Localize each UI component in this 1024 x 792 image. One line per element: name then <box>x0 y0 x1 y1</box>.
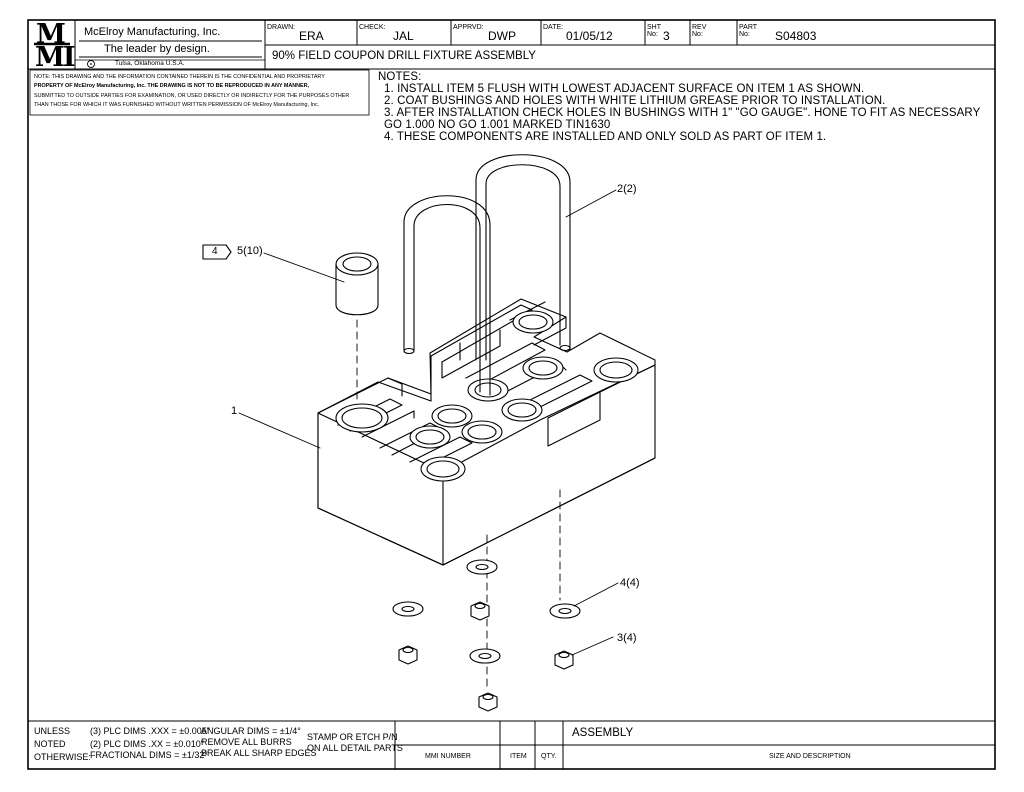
rev-label-2: No: <box>692 31 703 38</box>
confidential-line-1: NOTE: THIS DRAWING AND THE INFORMATION C… <box>34 74 325 80</box>
check-value: JAL <box>393 29 414 43</box>
company-name: McElroy Manufacturing, Inc. <box>84 26 221 38</box>
confidential-line-4: THAN THOSE FOR WHICH IT WAS FURNISHED WI… <box>34 102 320 108</box>
tolerance-2plc: (2) PLC DIMS .XX = ±0.010" <box>90 739 204 749</box>
logo-letter-top: M <box>36 19 66 50</box>
qty-header: QTY. <box>541 753 557 760</box>
size-description-header: SIZE AND DESCRIPTION <box>769 753 851 760</box>
leader-lines <box>238 189 619 656</box>
rev-label-1: REV <box>692 24 707 31</box>
callout-item-1: 1 <box>231 405 238 417</box>
otherwise-label: OTHERWISE: <box>34 752 91 762</box>
u-bolt-rods <box>403 154 571 396</box>
mmi-number-header: MMI NUMBER <box>425 753 471 760</box>
noted-label: NOTED <box>34 739 66 749</box>
registered-circle-icon <box>87 60 95 68</box>
sht-label-1: SHT <box>647 24 661 31</box>
parts-list-assembly: ASSEMBLY <box>572 727 634 739</box>
drawn-label: DRAWN: <box>267 24 296 31</box>
remove-burrs-note: REMOVE ALL BURRS <box>201 737 292 747</box>
item-header: ITEM <box>510 753 527 760</box>
stamp-note-1: STAMP OR ETCH P/N <box>307 732 398 742</box>
note-2: 2. COAT BUSHINGS AND HOLES WITH WHITE LI… <box>384 95 886 107</box>
callout-item-2: 2(2) <box>617 183 637 195</box>
confidential-line-3: SUBMITTED TO OUTSIDE PARTIES FOR EXAMINA… <box>34 93 350 99</box>
sht-value: 3 <box>663 29 670 43</box>
company-location: Tulsa, Oklahoma U.S.A. <box>115 60 185 67</box>
part-label-2: No: <box>739 31 750 38</box>
callout-item-4: 4(4) <box>620 577 640 589</box>
date-value: 01/05/12 <box>566 29 613 43</box>
part-number: S04803 <box>775 29 817 43</box>
stamp-note-2: ON ALL DETAIL PARTS <box>307 743 403 753</box>
note-1: 1. INSTALL ITEM 5 FLUSH WITH LOWEST ADJA… <box>384 83 865 95</box>
tolerance-fractional: FRACTIONAL DIMS = ±1/32" <box>90 750 208 760</box>
notes-heading: NOTES: <box>378 71 422 83</box>
note-flag-number: 4 <box>212 246 218 257</box>
callout-item-3: 3(4) <box>617 632 637 644</box>
apprvd-value: DWP <box>488 29 516 43</box>
note-flag-icon <box>202 244 232 260</box>
apprvd-label: APPRVD: <box>453 24 484 31</box>
break-edges-note: BREAK ALL SHARP EDGES <box>201 748 317 758</box>
check-label: CHECK: <box>359 24 386 31</box>
unless-label: UNLESS <box>34 726 71 736</box>
callout-item-5: 5(10) <box>237 245 263 257</box>
date-label: DATE: <box>543 24 564 31</box>
tolerance-3plc: (3) PLC DIMS .XXX = ±0.005" <box>90 726 210 736</box>
bushing-holes <box>335 310 639 482</box>
company-tagline: The leader by design. <box>104 43 210 55</box>
washers-and-nuts <box>392 559 581 712</box>
drawing-title: 90% FIELD COUPON DRILL FIXTURE ASSEMBLY <box>272 50 536 62</box>
bushing-part <box>335 252 379 316</box>
part-label-1: PART <box>739 24 758 31</box>
angular-tolerance: ANGULAR DIMS = ±1/4° <box>201 726 301 736</box>
sht-label-2: No: <box>647 31 658 38</box>
logo-letter-bottom: MI <box>35 42 76 73</box>
note-3-gauge: GO 1.000 NO GO 1.001 MARKED TIN1630 <box>384 119 611 131</box>
drawn-value: ERA <box>299 29 324 43</box>
confidential-line-2: PROPERTY OF McElroy Manufacturing, Inc. … <box>34 83 310 89</box>
note-4: 4. THESE COMPONENTS ARE INSTALLED AND ON… <box>384 131 827 143</box>
note-3: 3. AFTER INSTALLATION CHECK HOLES IN BUS… <box>384 107 981 119</box>
